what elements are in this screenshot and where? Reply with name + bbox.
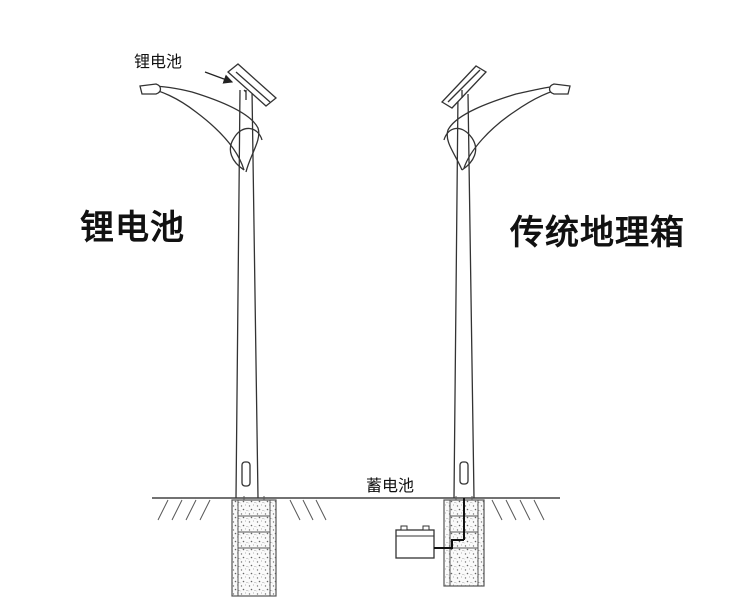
right-streetlight <box>440 65 571 499</box>
right-title-traditional-buried-box: 传统地理箱 <box>510 213 685 253</box>
left-solar-panel <box>226 63 278 107</box>
left-arm <box>145 87 245 171</box>
left-streetlight <box>139 63 278 499</box>
right-solar-panel <box>440 65 488 109</box>
ground-hatch-left <box>157 499 211 521</box>
battery-cable <box>434 539 464 549</box>
left-arm-inner <box>149 85 260 173</box>
right-arm <box>463 87 567 169</box>
buried-battery-box <box>395 498 465 559</box>
left-pole-door <box>241 461 251 487</box>
right-foundation <box>443 496 485 587</box>
ground-hatch-right <box>491 499 545 521</box>
left-lamp-head <box>139 83 162 95</box>
right-lamp-head <box>548 83 571 95</box>
left-callout-arrow <box>204 71 234 84</box>
left-foundation <box>231 496 277 597</box>
right-arm-inner <box>446 85 563 171</box>
left-pole <box>235 89 259 499</box>
left-title-lithium-battery: 锂电池 <box>80 208 185 248</box>
right-storage-battery-callout: 蓄电池 <box>366 476 415 495</box>
ground-hatch-mid <box>289 499 327 521</box>
left-lithium-battery-callout: 锂电池 <box>134 52 183 71</box>
right-pole-door <box>459 461 469 485</box>
